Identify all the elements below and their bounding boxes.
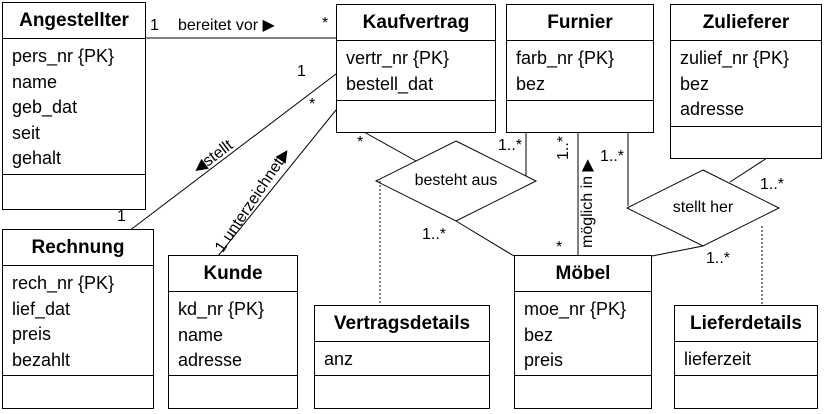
attribute: rech_nr {PK} xyxy=(12,273,115,293)
attribute: anz xyxy=(324,349,354,369)
class-operations xyxy=(507,101,653,132)
class-attributes: moe_nr {PK} bez preis xyxy=(515,292,651,376)
assoc-moeglich-in-label: möglich in ▶ xyxy=(579,159,596,248)
mult-kaufvertrag-stellt: 1 xyxy=(297,63,306,80)
class-operations xyxy=(169,376,297,408)
stellt-her-to-zulieferer xyxy=(729,157,768,183)
class-attributes: kd_nr {PK} name adresse xyxy=(169,292,297,376)
assoc-stellt-line xyxy=(128,73,337,232)
stellt-her-to-moebel xyxy=(651,245,704,257)
class-kaufvertrag: Kaufvertrag vertr_nr {PK} bestell_dat xyxy=(336,4,496,133)
mult-moebel-moeglich: * xyxy=(556,239,563,256)
attribute: lieferzeit xyxy=(684,349,752,369)
attribute: gehalt xyxy=(12,148,62,168)
attribute: pers_nr {PK} xyxy=(12,46,115,66)
besteht-aus-to-moebel xyxy=(455,220,515,257)
class-operations xyxy=(337,101,495,132)
attribute: geb_dat xyxy=(12,97,78,117)
attribute: lief_dat xyxy=(12,298,71,319)
attribute: adresse xyxy=(680,99,745,119)
attribute: preis xyxy=(12,324,52,344)
class-moebel: Möbel moe_nr {PK} bez preis xyxy=(514,255,652,409)
class-operations xyxy=(3,376,153,408)
assoc-bereitet-vor-label: bereitet vor ▶ xyxy=(178,17,275,34)
mult-besteht-furnier: 1..* xyxy=(498,137,523,154)
class-name: Kunde xyxy=(169,256,297,292)
attribute: bestell_dat xyxy=(346,73,434,94)
class-operations xyxy=(671,127,821,158)
mult-furnier-moeglich: 1..* xyxy=(555,135,572,160)
class-name: Möbel xyxy=(515,256,651,292)
class-lieferdetails: Lieferdetails lieferzeit xyxy=(674,305,818,409)
mult-rechnung-stellt: 1 xyxy=(117,208,126,225)
class-name: Lieferdetails xyxy=(675,306,817,342)
class-operations xyxy=(515,376,651,408)
mult-stellt-her-moebel: 1..* xyxy=(706,250,731,267)
attribute: kd_nr {PK} xyxy=(178,299,265,319)
class-kunde: Kunde kd_nr {PK} name adresse xyxy=(168,255,298,409)
class-attributes: farb_nr {PK} bez xyxy=(507,41,653,101)
class-name: Zulieferer xyxy=(671,5,821,41)
class-furnier: Furnier farb_nr {PK} bez xyxy=(506,4,654,133)
class-operations xyxy=(675,376,817,408)
attribute: preis xyxy=(524,350,564,370)
stellt-her-label: stellt her xyxy=(672,199,734,216)
class-attributes: lieferzeit xyxy=(675,342,817,376)
class-attributes: pers_nr {PK} name geb_dat seit gehalt xyxy=(3,39,145,175)
attribute: zulief_nr {PK} xyxy=(680,48,790,68)
besteht-aus-to-kaufvertrag xyxy=(363,131,417,162)
attribute: moe_nr {PK} xyxy=(524,299,627,319)
class-rechnung: Rechnung rech_nr {PK} lief_dat preis bez… xyxy=(2,229,154,409)
class-attributes: zulief_nr {PK} bez adresse xyxy=(671,41,821,127)
class-attributes: rech_nr {PK} lief_dat preis bezahlt xyxy=(3,266,153,376)
attribute: name xyxy=(178,324,224,345)
attribute: bez xyxy=(516,73,546,94)
besteht-aus-label: besteht aus xyxy=(414,172,498,189)
attribute: vertr_nr {PK} xyxy=(346,48,450,68)
mult-besteht-kaufvertrag: * xyxy=(357,134,364,151)
class-angestellter: Angestellter pers_nr {PK} name geb_dat s… xyxy=(2,2,146,210)
class-operations xyxy=(315,376,489,408)
class-vertragsdetails: Vertragsdetails anz xyxy=(314,305,490,409)
attribute: name xyxy=(12,71,58,92)
attribute: farb_nr {PK} xyxy=(516,48,615,68)
attribute: bez xyxy=(524,324,554,345)
class-name: Vertragsdetails xyxy=(315,306,489,342)
class-zulieferer: Zulieferer zulief_nr {PK} bez adresse xyxy=(670,4,822,159)
attribute: adresse xyxy=(178,350,243,370)
attribute: seit xyxy=(12,122,41,143)
class-attributes: anz xyxy=(315,342,489,376)
attribute: bezahlt xyxy=(12,349,71,370)
mult-angestellter-bereitet: 1 xyxy=(150,17,159,34)
attribute: bez xyxy=(680,73,710,94)
class-name: Angestellter xyxy=(3,3,145,39)
mult-besteht-moebel: 1..* xyxy=(422,226,447,243)
class-name: Furnier xyxy=(507,5,653,41)
class-name: Rechnung xyxy=(3,230,153,266)
class-attributes: vertr_nr {PK} bestell_dat xyxy=(337,41,495,101)
assoc-unterzeichnet-line xyxy=(217,109,337,257)
mult-stellt-her-zulieferer: 1..* xyxy=(760,176,785,193)
mult-kaufvertrag-unterzeichnet: * xyxy=(309,96,316,113)
mult-kaufvertrag-bereitet: * xyxy=(322,15,329,32)
class-name: Kaufvertrag xyxy=(337,5,495,41)
class-operations xyxy=(3,175,145,209)
mult-stellt-her-furnier: 1..* xyxy=(600,148,625,165)
